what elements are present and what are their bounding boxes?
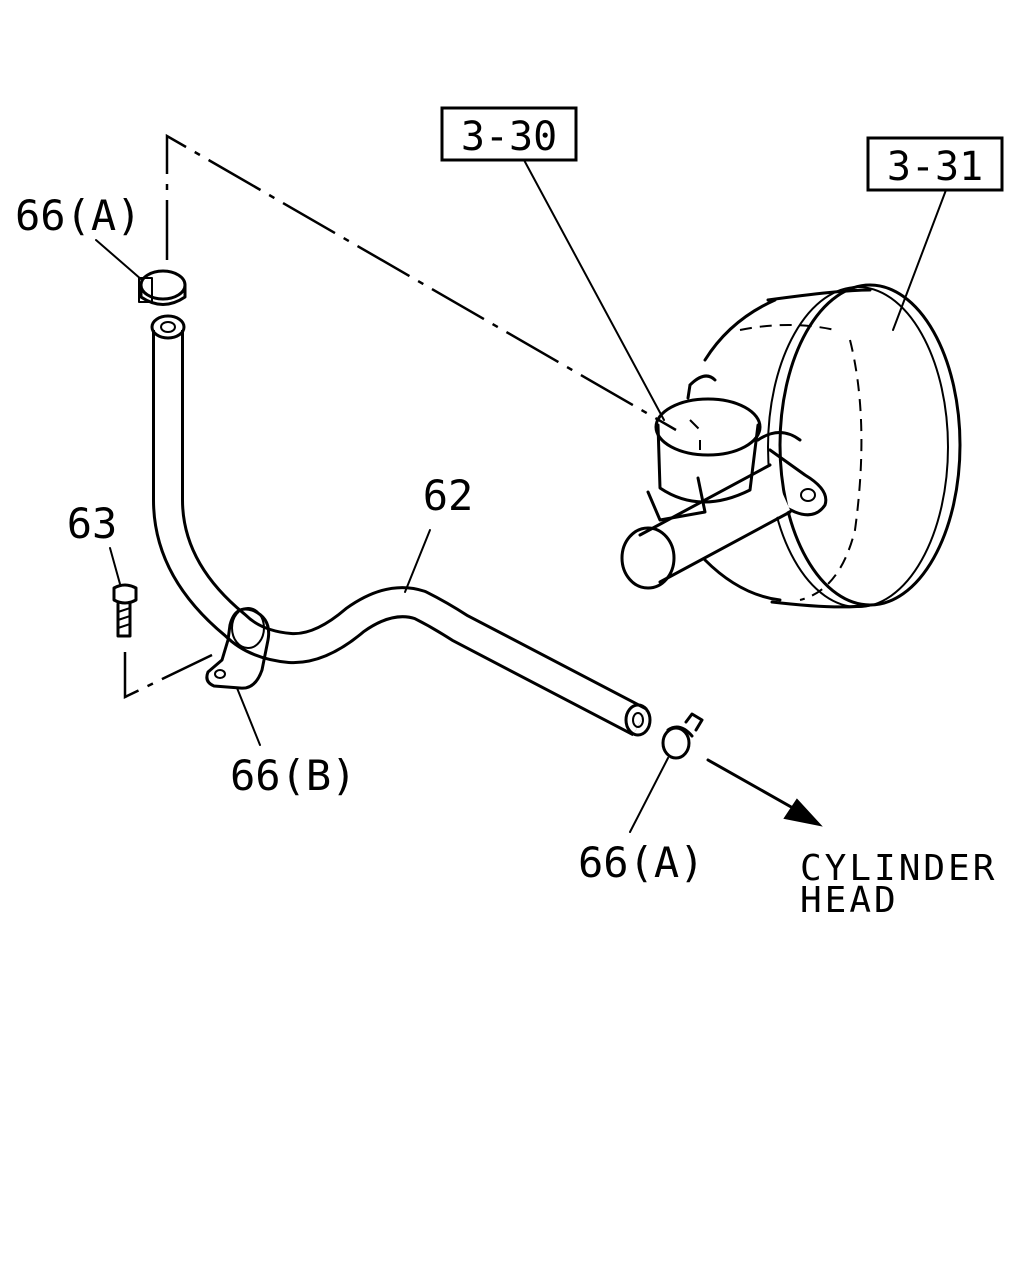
leader-3-31 [892,189,947,331]
master-cylinder [620,374,828,590]
leader-63 [109,547,121,585]
leader-66a-bottom [629,757,669,833]
hose-clamp-a-bottom [661,712,704,760]
direction-arrow [706,758,823,827]
ref-box-3-30: 3-30 [440,106,578,162]
leader-62 [404,529,431,593]
ref-label-3-31: 3-31 [887,144,983,190]
assembly-line-top [165,133,677,432]
label-66b: 66(B) [230,751,356,800]
vacuum-hose [150,314,652,737]
label-66a-top: 66(A) [15,191,141,240]
label-62: 62 [423,471,474,520]
hose-clamp-b [205,607,271,690]
leader-66a-top [95,239,143,281]
hose-clamp-a-top [138,269,187,306]
label-destination-line1: CYLINDER [800,848,997,889]
ref-label-3-30: 3-30 [461,114,557,160]
brake-booster [703,283,962,609]
label-destination-line2: HEAD [800,880,899,921]
bolt [112,583,138,638]
leader-66b [236,687,261,746]
label-66a-bottom: 66(A) [578,838,704,887]
label-63: 63 [67,499,118,548]
assembly-line-bolt [123,652,213,699]
ref-box-3-31: 3-31 [866,136,1004,192]
leader-3-30 [523,159,665,421]
